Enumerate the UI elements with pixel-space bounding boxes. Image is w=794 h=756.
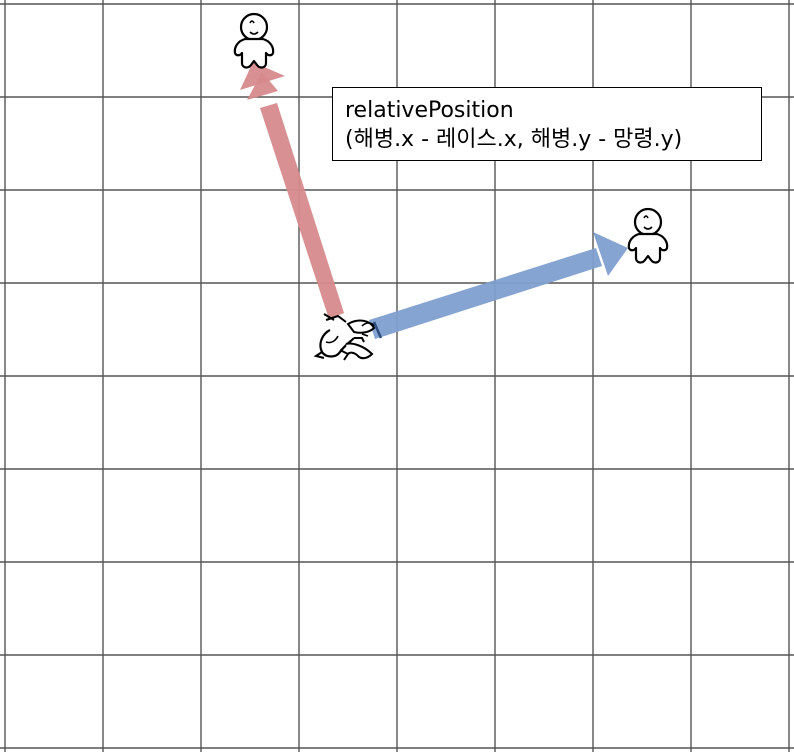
zergling-icon bbox=[313, 313, 376, 361]
label-formula: (해병.x - 레이스.x, 해병.y - 망령.y) bbox=[345, 127, 683, 152]
red-arrow bbox=[240, 62, 344, 319]
grid-horizontal-lines bbox=[0, 3, 794, 749]
relative-position-label: relativePosition (해병.x - 레이스.x, 해병.y - 망… bbox=[332, 87, 762, 161]
label-title: relativePosition bbox=[345, 98, 514, 123]
marine-top-icon bbox=[233, 12, 275, 69]
marine-right-icon bbox=[627, 207, 669, 264]
blue-arrow bbox=[369, 232, 628, 339]
